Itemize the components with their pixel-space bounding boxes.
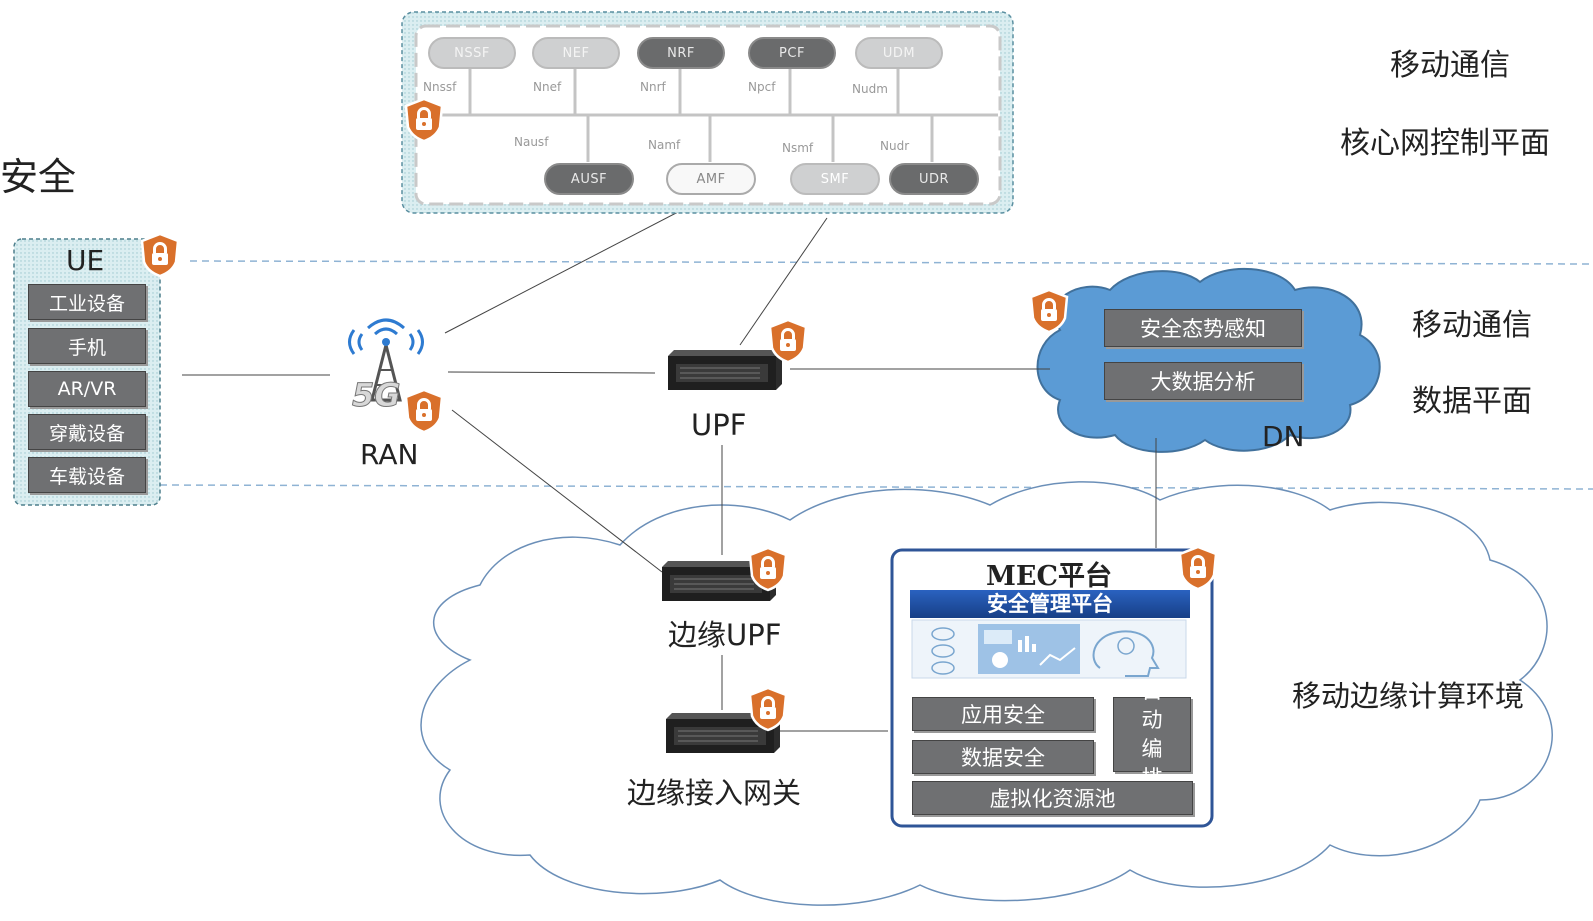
mec-banner-bg [910, 590, 1190, 618]
core-plane-label-line1: 移动通信 [1390, 48, 1510, 83]
nf-nrf: NRF [637, 37, 725, 69]
data-plane-label-line2: 数据平面 [1412, 384, 1532, 419]
left-title: 安全 [0, 155, 77, 199]
core-plane-label-line2: 核心网控制平面 [1340, 126, 1550, 161]
edge-gateway-server-icon [666, 713, 780, 753]
mec-banner: 安全管理平台 [987, 592, 1113, 616]
lock-shield-icon-ue [140, 232, 180, 278]
ue-device-industrial: 工业设备 [28, 284, 146, 320]
nf-amf: AMF [666, 163, 756, 195]
mec-title: MEC平台 [986, 561, 1112, 592]
ran-label: RAN [360, 438, 419, 471]
edge-environment-label: 移动边缘计算环境 [1292, 679, 1525, 713]
lock-shield-icon-ran [404, 388, 444, 434]
dn-label: DN [1262, 420, 1305, 453]
lock-shield-icon-edge-upf [748, 546, 788, 592]
data-plane-separator [159, 484, 1593, 490]
mec-orchestration: 自动编排 [1113, 679, 1191, 790]
lock-shield-icon-mec [1178, 545, 1218, 591]
nf-pcf: PCF [748, 37, 836, 69]
upf-label: UPF [691, 408, 747, 442]
lock-shield-icon-core [404, 97, 444, 143]
ran-tower-icon [348, 318, 424, 402]
lock-shield-icon-edge-gateway [748, 686, 788, 732]
edge-gateway-label: 边缘接入网关 [627, 776, 802, 810]
iface-nausf: Nausf [514, 135, 549, 149]
iface-nnrf: Nnrf [640, 80, 666, 94]
iface-nnef: Nnef [533, 80, 562, 94]
mec-app-security: 应用安全 [912, 697, 1094, 731]
edge-upf-label: 边缘UPF [668, 618, 782, 652]
nf-nssf: NSSF [428, 37, 516, 69]
ue-device-arvr: AR/VR [28, 371, 146, 407]
lock-shield-icon-dn [1029, 288, 1069, 334]
edge-upf-server-icon [662, 561, 776, 601]
dn-cloud [1036, 267, 1381, 453]
nf-nef: NEF [532, 37, 620, 69]
iface-nudm: Nudm [852, 82, 888, 96]
control-plane-separator [189, 260, 1593, 265]
connections [182, 197, 1157, 732]
lock-shield-icon-upf [768, 318, 808, 364]
iface-npcf: Npcf [748, 80, 776, 94]
mec-resource-pool: 虚拟化资源池 [912, 781, 1193, 815]
upf-server-icon [668, 350, 782, 390]
data-plane-label-line1: 移动通信 [1412, 308, 1532, 343]
iface-namf: Namf [648, 138, 681, 152]
iface-nudr: Nudr [880, 139, 910, 153]
nf-udr: UDR [889, 163, 979, 195]
dn-item-situational-awareness: 安全态势感知 [1104, 309, 1302, 347]
nf-smf: SMF [790, 163, 880, 195]
iface-nnssf: Nnssf [423, 80, 457, 94]
ue-device-phone: 手机 [28, 328, 146, 364]
sbi-stubs [468, 68, 934, 162]
nf-ausf: AUSF [544, 163, 634, 195]
ue-device-wearable: 穿戴设备 [28, 414, 146, 450]
dn-item-big-data: 大数据分析 [1104, 362, 1302, 400]
ran-5g-badge: 5G [352, 376, 401, 414]
ue-title: UE [66, 244, 105, 277]
iface-nsmf: Nsmf [782, 141, 814, 155]
dashboard-icons [931, 624, 1160, 677]
nf-udm: UDM [855, 37, 943, 69]
ue-device-vehicle: 车载设备 [28, 457, 146, 493]
mec-data-security: 数据安全 [912, 740, 1094, 774]
